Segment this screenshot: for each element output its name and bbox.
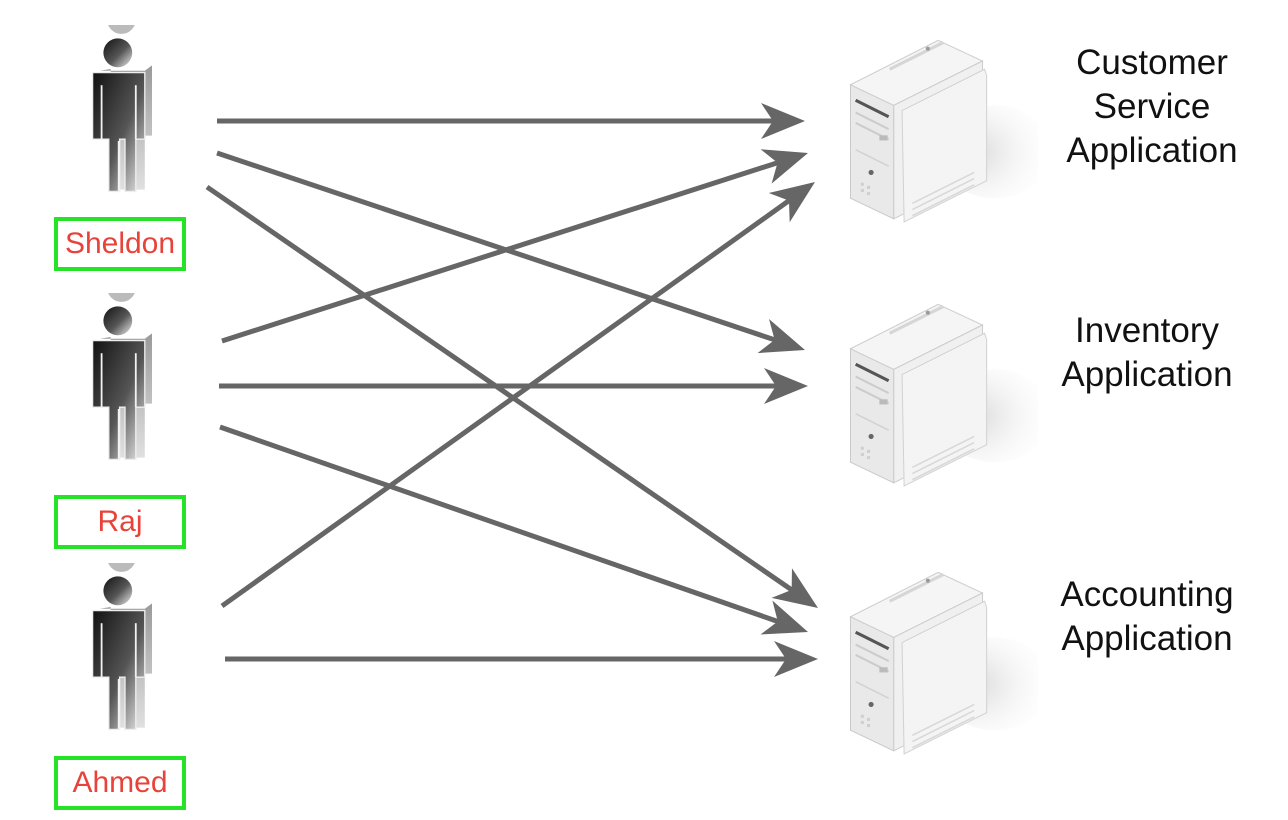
- arrow-ahmed-to-cs: [220, 189, 804, 609]
- app-label-accounting: Accounting Application: [1037, 573, 1257, 661]
- arrow-sheldon-to-acc: [205, 184, 807, 601]
- app-label-inventory: Inventory Application: [1037, 309, 1257, 397]
- arrowhead-raj-to-cs: [760, 149, 808, 184]
- arrowhead-raj-to-inv: [764, 368, 808, 404]
- server-icon-inventory: [848, 302, 1038, 488]
- app-label-customer-service: Customer Service Application: [1042, 41, 1262, 173]
- app-label-line: Application: [1066, 131, 1238, 170]
- arrowhead-ahmed-to-acc: [774, 641, 818, 677]
- app-label-line: Accounting: [1060, 575, 1234, 614]
- person-icon-sheldon: [91, 25, 153, 193]
- user-label-sheldon: Sheldon: [54, 217, 186, 271]
- app-label-line: Inventory: [1075, 311, 1219, 350]
- app-label-line: Application: [1061, 619, 1233, 658]
- arrow-raj-to-cs: [221, 155, 794, 344]
- user-label-ahmed: Ahmed: [54, 756, 186, 810]
- arrow-raj-to-acc: [219, 424, 794, 630]
- server-icon-customer-service: [848, 38, 1038, 224]
- app-label-line: Customer: [1076, 43, 1228, 82]
- app-label-line: Application: [1061, 355, 1233, 394]
- arrowhead-sheldon-to-acc: [771, 568, 818, 608]
- arrowhead-sheldon-to-inv: [757, 318, 805, 354]
- server-icon-accounting: [848, 570, 1038, 756]
- user-label-raj: Raj: [54, 495, 186, 549]
- person-icon-ahmed: [91, 563, 153, 731]
- arrowhead-sheldon-to-cs: [761, 103, 805, 139]
- arrowhead-raj-to-acc: [760, 600, 808, 635]
- person-icon-raj: [91, 293, 153, 461]
- arrowhead-ahmed-to-cs: [768, 182, 815, 223]
- connection-arrows: [205, 103, 818, 677]
- app-label-line: Service: [1093, 87, 1211, 126]
